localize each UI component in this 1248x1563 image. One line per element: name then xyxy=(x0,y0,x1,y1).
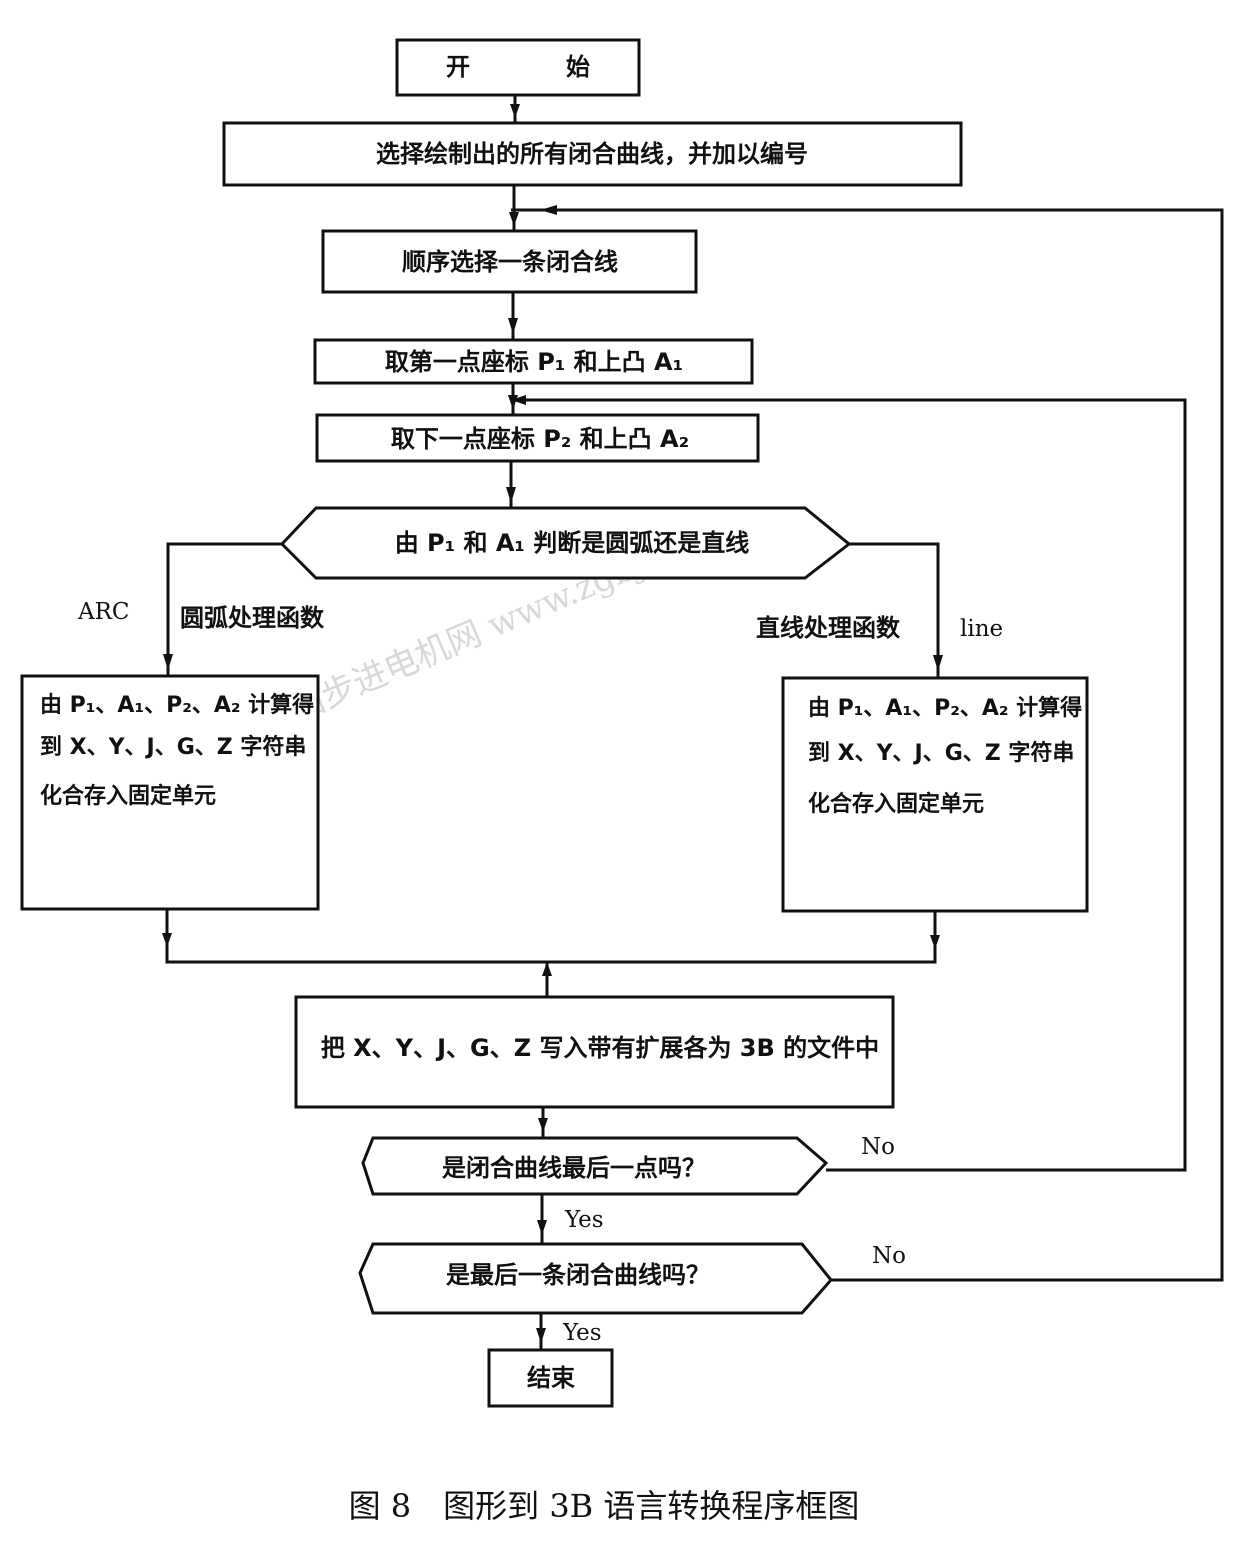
arrow-next-point-down xyxy=(506,487,516,503)
arrow-last-curve-yes-down xyxy=(536,1328,546,1343)
arc-english-label: ARC xyxy=(77,599,130,625)
select-one-curve-node xyxy=(321,229,698,294)
last-point-decision-label: 是闭合曲线最后一点吗？ xyxy=(442,1154,706,1182)
end-label: 结束 xyxy=(527,1364,576,1392)
start-node xyxy=(395,38,641,97)
arrow-arc-merge-down xyxy=(162,933,172,947)
last-curve-no-label: No xyxy=(872,1243,906,1269)
arrow-line-branch-down xyxy=(933,655,943,671)
next-point-label: 取下一点座标 P₂ 和上凸 A₂ xyxy=(391,425,689,453)
connector-arc-to-merge xyxy=(165,909,547,964)
figure-caption: 图 8 图形到 3B 语言转换程序框图 xyxy=(349,1487,860,1525)
arrow-loop-next-point-left xyxy=(511,395,526,405)
arrow-select-all-down xyxy=(509,212,519,226)
arc-calculation-node xyxy=(20,674,320,911)
select-one-curve-label: 顺序选择一条闭合线 xyxy=(402,248,618,276)
connector-last-point-no-loop xyxy=(511,398,1187,1172)
next-point-node xyxy=(315,413,760,463)
connector-line-branch xyxy=(849,542,940,678)
arrow-start-down xyxy=(510,104,520,118)
last-point-yes-label: Yes xyxy=(564,1207,604,1233)
last-curve-yes-label: Yes xyxy=(562,1320,602,1346)
start-label: 开 始 xyxy=(446,53,590,81)
connector-line-to-merge xyxy=(547,911,937,964)
write-3b-file-node xyxy=(294,995,895,1109)
arrow-select-one-down xyxy=(508,318,518,334)
arrow-arc-branch-down xyxy=(163,654,173,670)
connector-last-curve-no-loop xyxy=(511,208,1224,1282)
last-curve-decision-label: 是最后一条闭合曲线吗？ xyxy=(446,1261,710,1289)
first-point-node xyxy=(313,338,754,385)
last-point-no-label: No xyxy=(861,1134,895,1160)
arc-calculation-line-1: 由 P₁、A₁、P₂、A₂ 计算得 xyxy=(40,692,314,718)
line-calculation-line-2: 到 X、Y、J、G、Z 字符串 xyxy=(808,740,1074,766)
line-function-label: 直线处理函数 xyxy=(756,614,901,642)
end-node xyxy=(487,1348,614,1408)
arrow-loop-select-one-left xyxy=(540,205,557,215)
write-3b-file-label: 把 X、Y、J、G、Z 写入带有扩展各为 3B 的文件中 xyxy=(321,1034,879,1062)
line-english-label: line xyxy=(960,616,1003,642)
first-point-label: 取第一点座标 P₁ 和上凸 A₁ xyxy=(385,348,683,376)
arc-calculation-line-2: 到 X、Y、J、G、Z 字符串 xyxy=(40,734,306,760)
line-calculation-node xyxy=(781,676,1089,913)
line-calculation-line-3: 化合存入固定单元 xyxy=(808,791,984,817)
connector-arc-branch xyxy=(166,542,282,676)
arrow-merge-up xyxy=(542,962,552,976)
last-point-decision xyxy=(361,1136,829,1196)
arrow-line-merge-down xyxy=(930,935,940,949)
arrow-write-file-down xyxy=(538,1118,548,1132)
select-all-curves-node xyxy=(222,121,963,187)
arc-function-label: 圆弧处理函数 xyxy=(180,604,325,632)
arc-or-line-decision-label: 由 P₁ 和 A₁ 判断是圆弧还是直线 xyxy=(395,529,750,557)
line-calculation-line-1: 由 P₁、A₁、P₂、A₂ 计算得 xyxy=(808,695,1082,721)
select-all-curves-label: 选择绘制出的所有闭合曲线，并加以编号 xyxy=(376,140,808,168)
arrow-first-point-down xyxy=(508,395,518,410)
arc-calculation-line-3: 化合存入固定单元 xyxy=(40,783,216,809)
arrow-last-point-yes-down xyxy=(537,1220,547,1235)
